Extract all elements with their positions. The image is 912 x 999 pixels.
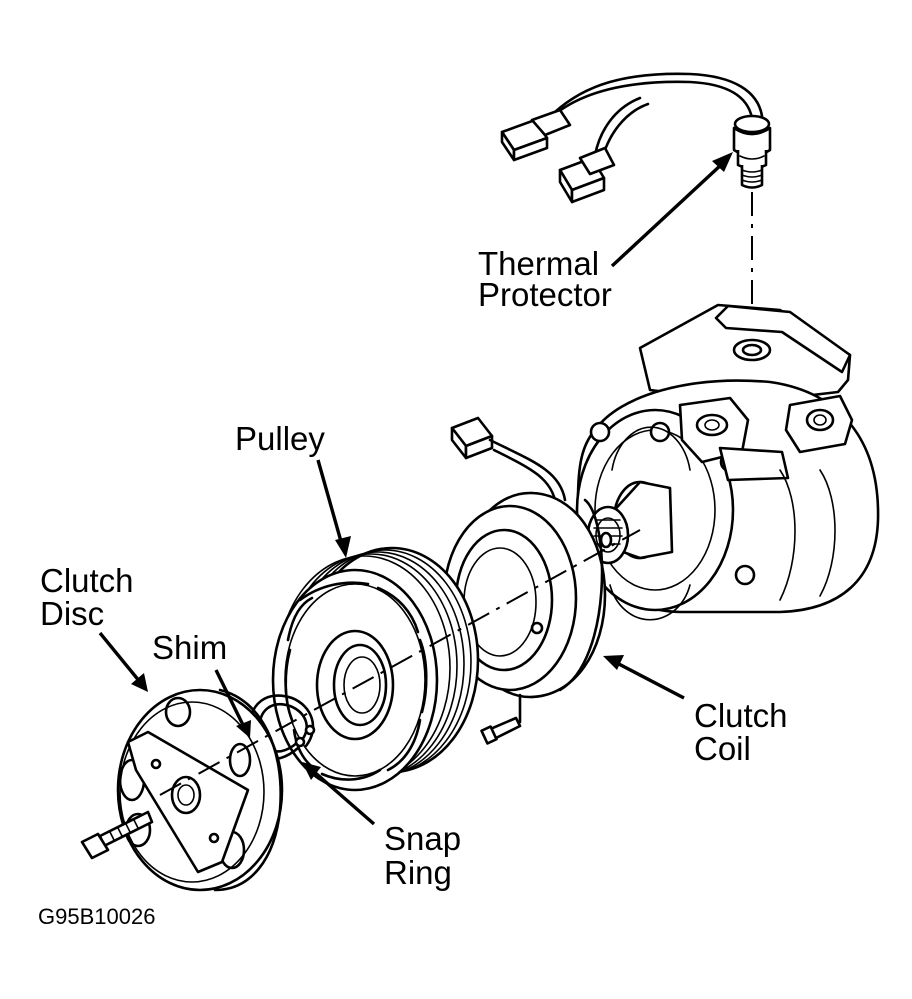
label-thermal-line-1: Thermal bbox=[478, 245, 599, 282]
label-clutch-coil-line-2: Coil bbox=[694, 730, 751, 767]
thermal-protector bbox=[500, 72, 772, 340]
leader-lines bbox=[98, 152, 733, 826]
thermal-protector-sensor bbox=[732, 114, 772, 189]
figure-code: G95B10026 bbox=[38, 904, 155, 929]
label-thermal-line-2: Protector bbox=[478, 276, 612, 313]
clutch-disc bbox=[80, 688, 284, 892]
label-pulley: Pulley bbox=[235, 420, 325, 457]
clutch-coil bbox=[442, 416, 607, 745]
compressor bbox=[575, 303, 880, 621]
label-clutch-disc-line-1: Clutch bbox=[40, 562, 134, 599]
assembly-centerline bbox=[159, 529, 641, 796]
connector-2 bbox=[558, 146, 616, 204]
label-snap-ring-line-1: Snap bbox=[384, 820, 461, 857]
label-clutch-coil-line-1: Clutch bbox=[694, 697, 788, 734]
connector-1 bbox=[500, 108, 572, 162]
pulley bbox=[271, 546, 480, 792]
label-clutch-disc-line-2: Disc bbox=[40, 595, 104, 632]
label-snap-ring-line-2: Ring bbox=[384, 854, 452, 891]
label-shim: Shim bbox=[152, 629, 227, 666]
